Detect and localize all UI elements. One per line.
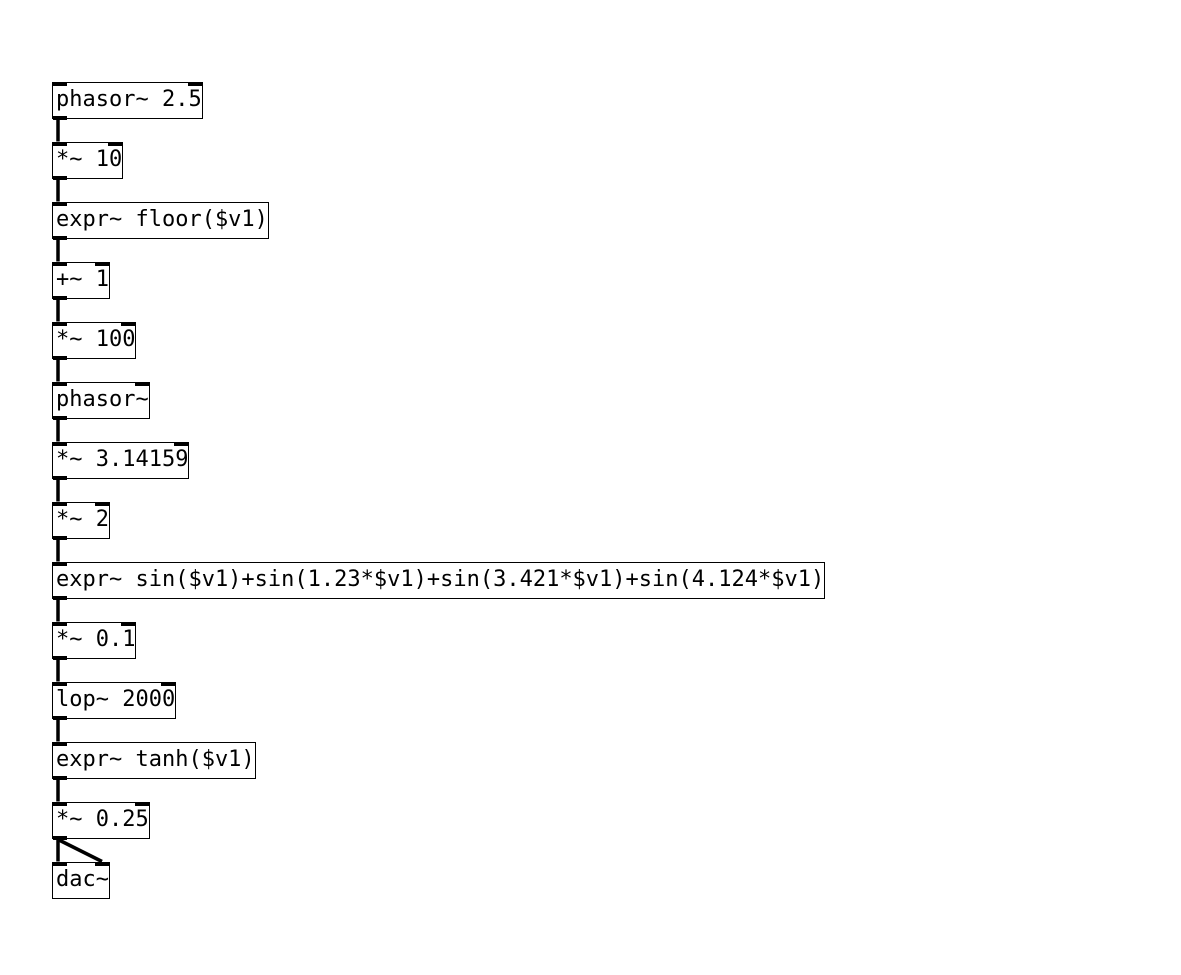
inlet-port[interactable] xyxy=(53,861,67,866)
inlet-port[interactable] xyxy=(108,141,123,146)
inlet-port[interactable] xyxy=(53,441,67,446)
inlet-port[interactable] xyxy=(94,261,109,266)
object-phasor-2-5[interactable]: phasor~ 2.5 xyxy=(52,81,203,120)
inlet-port[interactable] xyxy=(53,561,67,566)
object-label: *~ 2 xyxy=(56,507,109,532)
inlet-port[interactable] xyxy=(53,381,67,386)
inlet-port[interactable] xyxy=(134,381,149,386)
object-mul-pi[interactable]: *~ 3.14159 xyxy=(52,441,190,480)
object-mul-0-25[interactable]: *~ 0.25 xyxy=(52,801,150,840)
object-add-1[interactable]: +~ 1 xyxy=(52,261,110,300)
inlet-port[interactable] xyxy=(121,621,136,626)
object-dac[interactable]: dac~ xyxy=(52,861,110,899)
outlet-port[interactable] xyxy=(53,775,67,780)
inlet-port[interactable] xyxy=(161,681,176,686)
outlet-port[interactable] xyxy=(53,475,67,480)
object-label: expr~ tanh($v1) xyxy=(56,747,255,772)
inlet-port[interactable] xyxy=(94,501,109,506)
object-expr-tanh[interactable]: expr~ tanh($v1) xyxy=(52,741,256,780)
object-label: *~ 0.1 xyxy=(56,627,136,652)
inlet-port[interactable] xyxy=(53,141,67,146)
outlet-port[interactable] xyxy=(53,835,67,840)
object-label: phasor~ 2.5 xyxy=(56,87,202,112)
object-label: expr~ floor($v1) xyxy=(56,207,268,232)
inlet-port[interactable] xyxy=(187,81,202,86)
object-mul-100[interactable]: *~ 100 xyxy=(52,321,137,360)
object-label: *~ 3.14159 xyxy=(56,447,189,472)
outlet-port[interactable] xyxy=(53,535,67,540)
object-label: expr~ sin($v1)+sin(1.23*$v1)+sin(3.421*$… xyxy=(56,567,825,592)
object-label: +~ 1 xyxy=(56,267,109,292)
inlet-port[interactable] xyxy=(134,801,149,806)
object-mul-10[interactable]: *~ 10 xyxy=(52,141,124,180)
outlet-port[interactable] xyxy=(53,355,67,360)
object-expr-floor[interactable]: expr~ floor($v1) xyxy=(52,201,269,240)
object-label: dac~ xyxy=(56,867,109,892)
inlet-port[interactable] xyxy=(121,321,136,326)
outlet-port[interactable] xyxy=(53,175,67,180)
outlet-port[interactable] xyxy=(53,295,67,300)
outlet-port[interactable] xyxy=(53,415,67,420)
inlet-port[interactable] xyxy=(53,621,67,626)
outlet-port[interactable] xyxy=(53,235,67,240)
inlet-port[interactable] xyxy=(53,261,67,266)
inlet-port[interactable] xyxy=(94,861,109,866)
outlet-port[interactable] xyxy=(53,595,67,600)
object-label: phasor~ xyxy=(56,387,149,412)
inlet-port[interactable] xyxy=(53,321,67,326)
outlet-port[interactable] xyxy=(53,715,67,720)
object-label: *~ 0.25 xyxy=(56,807,149,832)
outlet-port[interactable] xyxy=(53,115,67,120)
inlet-port[interactable] xyxy=(53,741,67,746)
object-mul-0-1[interactable]: *~ 0.1 xyxy=(52,621,137,660)
inlet-port[interactable] xyxy=(174,441,189,446)
inlet-port[interactable] xyxy=(53,81,67,86)
object-label: lop~ 2000 xyxy=(56,687,176,712)
patch-cord[interactable] xyxy=(57,837,103,864)
inlet-port[interactable] xyxy=(53,201,67,206)
inlet-port[interactable] xyxy=(53,501,67,506)
inlet-port[interactable] xyxy=(53,801,67,806)
object-label: *~ 100 xyxy=(56,327,136,352)
inlet-port[interactable] xyxy=(53,681,67,686)
object-expr-sines[interactable]: expr~ sin($v1)+sin(1.23*$v1)+sin(3.421*$… xyxy=(52,561,826,600)
object-lop-2000[interactable]: lop~ 2000 xyxy=(52,681,177,720)
outlet-port[interactable] xyxy=(53,655,67,660)
object-phasor[interactable]: phasor~ xyxy=(52,381,150,420)
object-label: *~ 10 xyxy=(56,147,123,172)
object-mul-2[interactable]: *~ 2 xyxy=(52,501,110,540)
